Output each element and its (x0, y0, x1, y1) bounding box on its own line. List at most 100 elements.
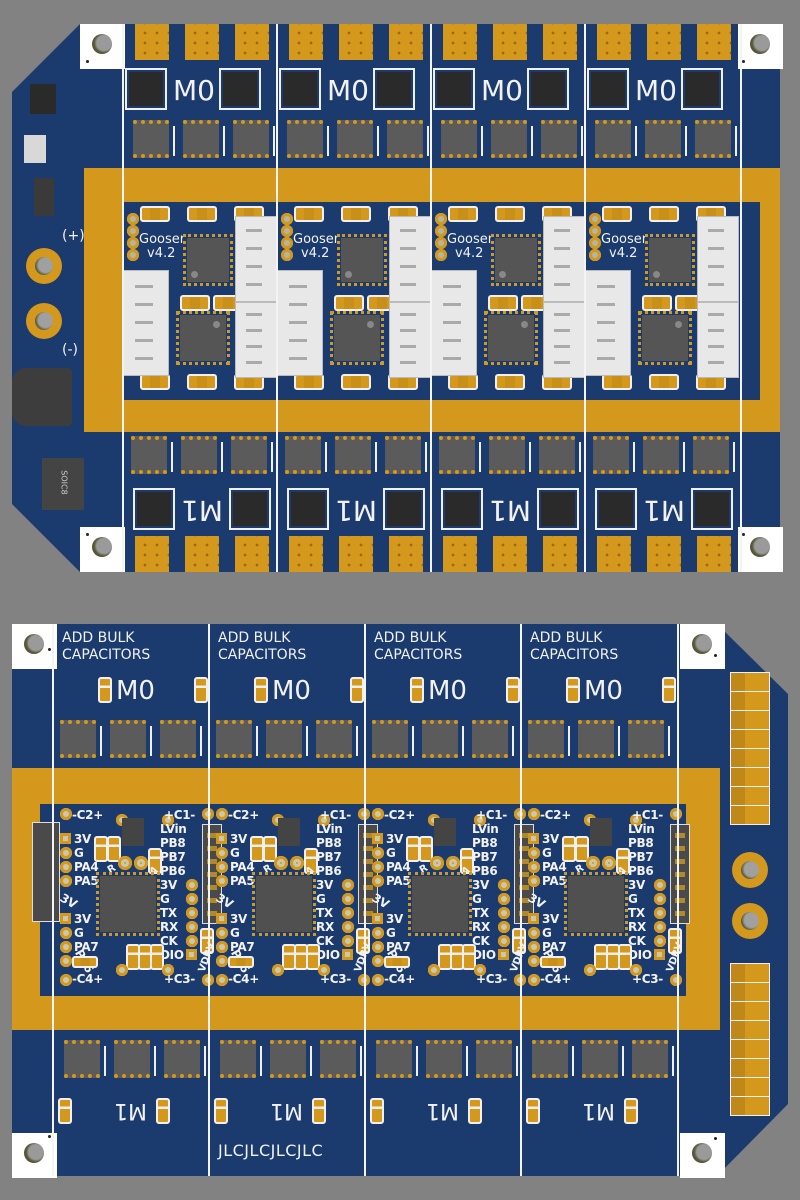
edge-pad[interactable] (730, 1039, 770, 1059)
pin-pad[interactable] (216, 941, 228, 953)
pin-pad[interactable] (528, 927, 540, 939)
jst-connector[interactable] (235, 216, 277, 302)
pin-pad[interactable] (528, 955, 540, 967)
pin-pad[interactable] (498, 935, 510, 947)
pin-pad[interactable] (372, 875, 384, 887)
pin-pad[interactable] (60, 955, 72, 967)
pin-pad[interactable] (60, 833, 71, 844)
cut-line (677, 624, 679, 1176)
pin-pad[interactable] (372, 941, 384, 953)
pin-pad[interactable] (654, 893, 666, 905)
pin-pad[interactable] (654, 907, 666, 919)
pin-pad[interactable] (60, 941, 72, 953)
pin-label-right: G (316, 892, 326, 906)
pin-pad[interactable] (186, 921, 198, 933)
jst-connector[interactable] (431, 270, 477, 376)
pin-pad[interactable] (186, 935, 198, 947)
pin-pad[interactable] (654, 879, 666, 891)
edge-pad[interactable] (730, 767, 770, 787)
warning-line-1: ADD BULK (530, 630, 603, 646)
pin-pad[interactable] (60, 861, 72, 873)
pin-pad[interactable] (186, 907, 198, 919)
pin-pad[interactable] (186, 949, 197, 960)
pin-pad[interactable] (528, 913, 539, 924)
edge-pad[interactable] (730, 805, 770, 825)
pin-pad[interactable] (216, 833, 227, 844)
power-terminal-plus[interactable] (26, 248, 62, 284)
jst-connector[interactable] (543, 216, 585, 302)
connector-pin (708, 265, 724, 268)
pin-pad[interactable] (216, 875, 228, 887)
pin-pad[interactable] (498, 879, 510, 891)
connector-pin (554, 313, 570, 316)
edge-pad[interactable] (730, 748, 770, 768)
pin-pad[interactable] (216, 913, 227, 924)
capacitor (495, 206, 525, 222)
pin-pad[interactable] (60, 847, 72, 859)
power-terminal[interactable] (732, 852, 768, 888)
jst-connector[interactable] (697, 302, 739, 378)
pin-pad[interactable] (654, 949, 665, 960)
jst-connector[interactable] (123, 270, 169, 376)
edge-pad[interactable] (730, 1077, 770, 1097)
pin-pad[interactable] (60, 913, 71, 924)
pin-pad[interactable] (654, 935, 666, 947)
connector-pin (246, 313, 262, 316)
pin-pad[interactable] (528, 833, 539, 844)
jst-connector[interactable] (235, 302, 277, 378)
edge-pad[interactable] (730, 982, 770, 1002)
power-terminal[interactable] (732, 903, 768, 939)
jst-connector[interactable] (697, 216, 739, 302)
pin-header[interactable] (32, 822, 60, 922)
pin-pad[interactable] (186, 879, 198, 891)
pin-pad[interactable] (372, 847, 384, 859)
mosfet (181, 436, 223, 474)
pin-pad[interactable] (216, 847, 228, 859)
edge-pad[interactable] (730, 710, 770, 730)
pin-pad[interactable] (528, 861, 540, 873)
pin-pad[interactable] (372, 913, 383, 924)
edge-pad[interactable] (730, 691, 770, 711)
pin-pad[interactable] (498, 893, 510, 905)
jst-connector[interactable] (277, 270, 323, 376)
edge-pad[interactable] (730, 729, 770, 749)
jst-connector[interactable] (389, 216, 431, 302)
pin-pad[interactable] (528, 875, 540, 887)
pin-pad[interactable] (498, 949, 509, 960)
edge-pad[interactable] (730, 786, 770, 806)
power-terminal-minus[interactable] (26, 303, 62, 339)
edge-pad[interactable] (730, 1058, 770, 1078)
pin-pad[interactable] (372, 861, 384, 873)
pin-pad[interactable] (372, 955, 384, 967)
jst-connector[interactable] (585, 270, 631, 376)
pin-pad[interactable] (60, 875, 72, 887)
pin-pad[interactable] (654, 921, 666, 933)
pin-pad[interactable] (498, 907, 510, 919)
pin-pad[interactable] (342, 893, 354, 905)
pin-pad[interactable] (342, 879, 354, 891)
pin-pad[interactable] (528, 941, 540, 953)
header-pin (363, 872, 373, 877)
pin-pad[interactable] (528, 847, 540, 859)
edge-pad[interactable] (730, 1001, 770, 1021)
warning-line-1: ADD BULK (62, 630, 135, 646)
jst-connector[interactable] (543, 302, 585, 378)
edge-pad[interactable] (730, 963, 770, 983)
pin-pad[interactable] (216, 955, 228, 967)
edge-pad[interactable] (730, 1020, 770, 1040)
pin-pad[interactable] (342, 921, 354, 933)
pin-pad[interactable] (216, 861, 228, 873)
pin-pad[interactable] (372, 927, 384, 939)
pin-pad[interactable] (186, 893, 198, 905)
edge-pad[interactable] (730, 672, 770, 692)
pin-pad[interactable] (372, 833, 383, 844)
pin-pad[interactable] (342, 907, 354, 919)
pin-pad[interactable] (498, 921, 510, 933)
pin-pad[interactable] (216, 927, 228, 939)
jst-connector[interactable] (389, 302, 431, 378)
pin-pad[interactable] (342, 935, 354, 947)
pin-pad[interactable] (60, 927, 72, 939)
pin-pad[interactable] (342, 949, 353, 960)
pin-header[interactable] (670, 824, 690, 924)
edge-pad[interactable] (730, 1096, 770, 1116)
